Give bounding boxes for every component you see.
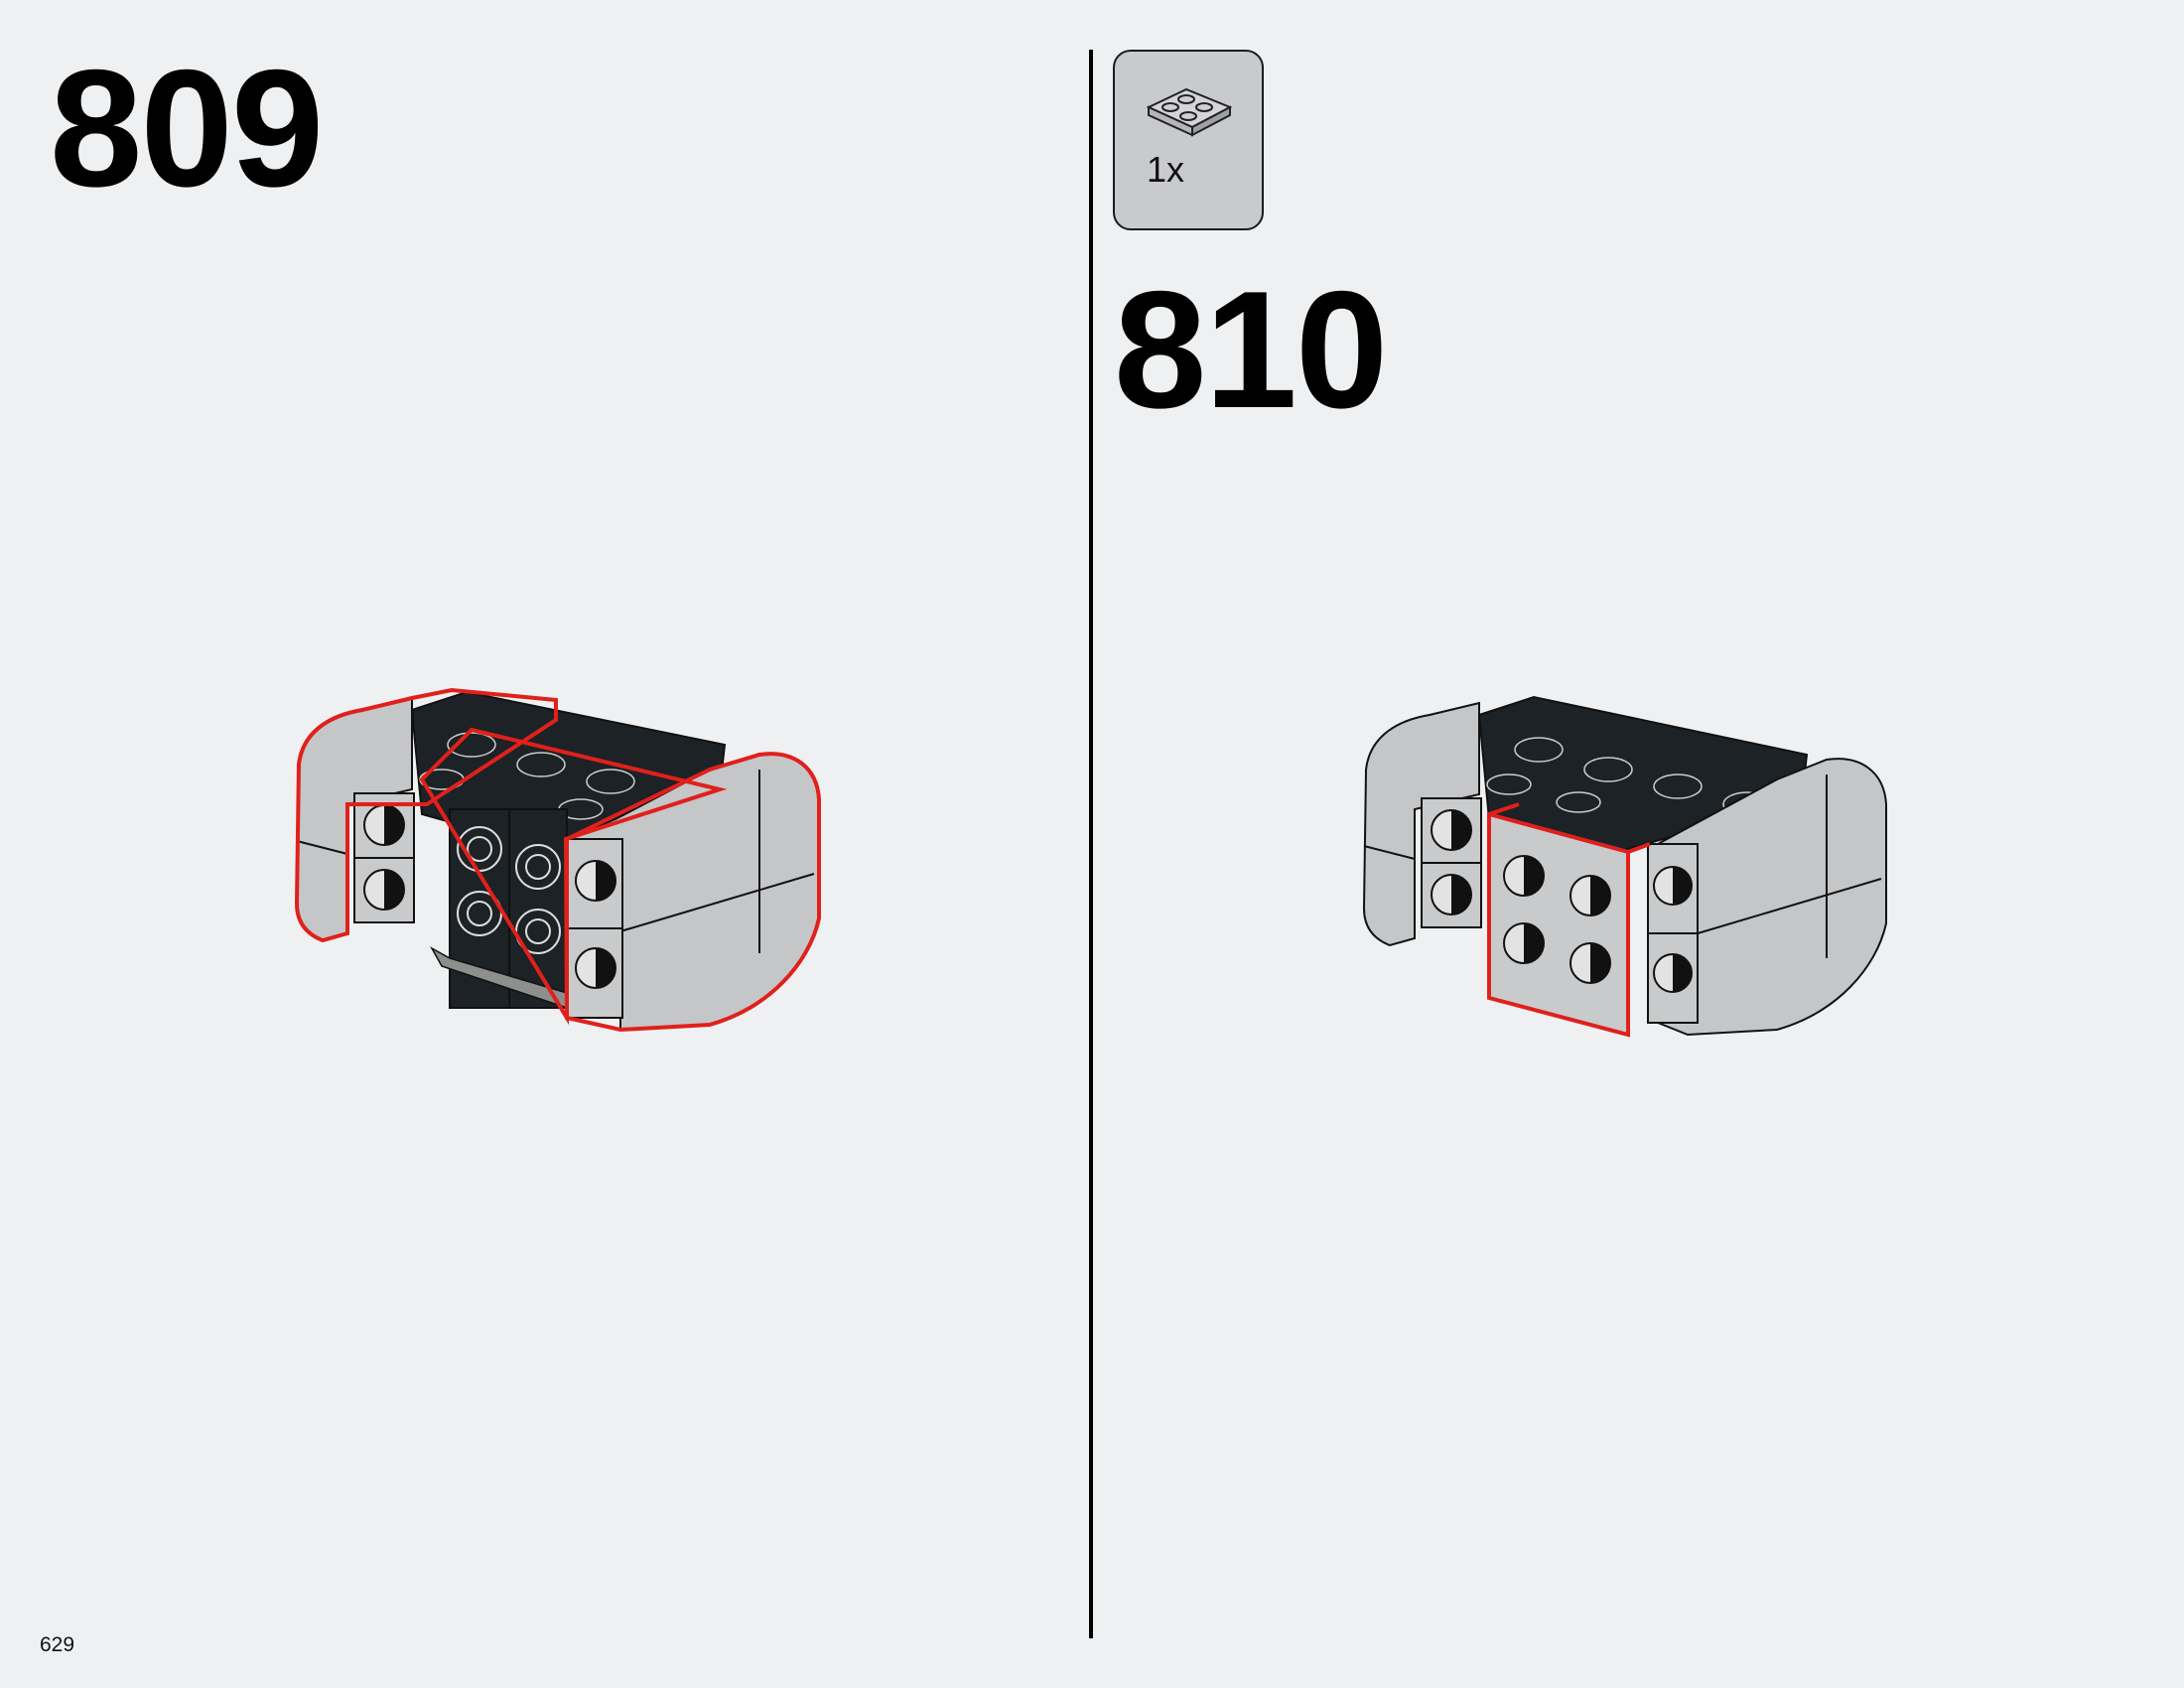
parts-callout: 1x: [1113, 50, 1264, 230]
step-810-model-illustration: [1362, 695, 1887, 1038]
stud-side-icon: [1503, 855, 1611, 984]
plate-2x2-icon: [1146, 87, 1233, 137]
page-number: 629: [40, 1633, 75, 1656]
step-divider: [1089, 50, 1093, 1638]
step-number-810: 810: [1114, 256, 1388, 443]
step-number-809: 809: [50, 35, 324, 221]
stud-side-icon: [363, 804, 405, 911]
part-quantity: 1x: [1147, 149, 1185, 190]
step-809-model-illustration: [294, 687, 821, 1033]
